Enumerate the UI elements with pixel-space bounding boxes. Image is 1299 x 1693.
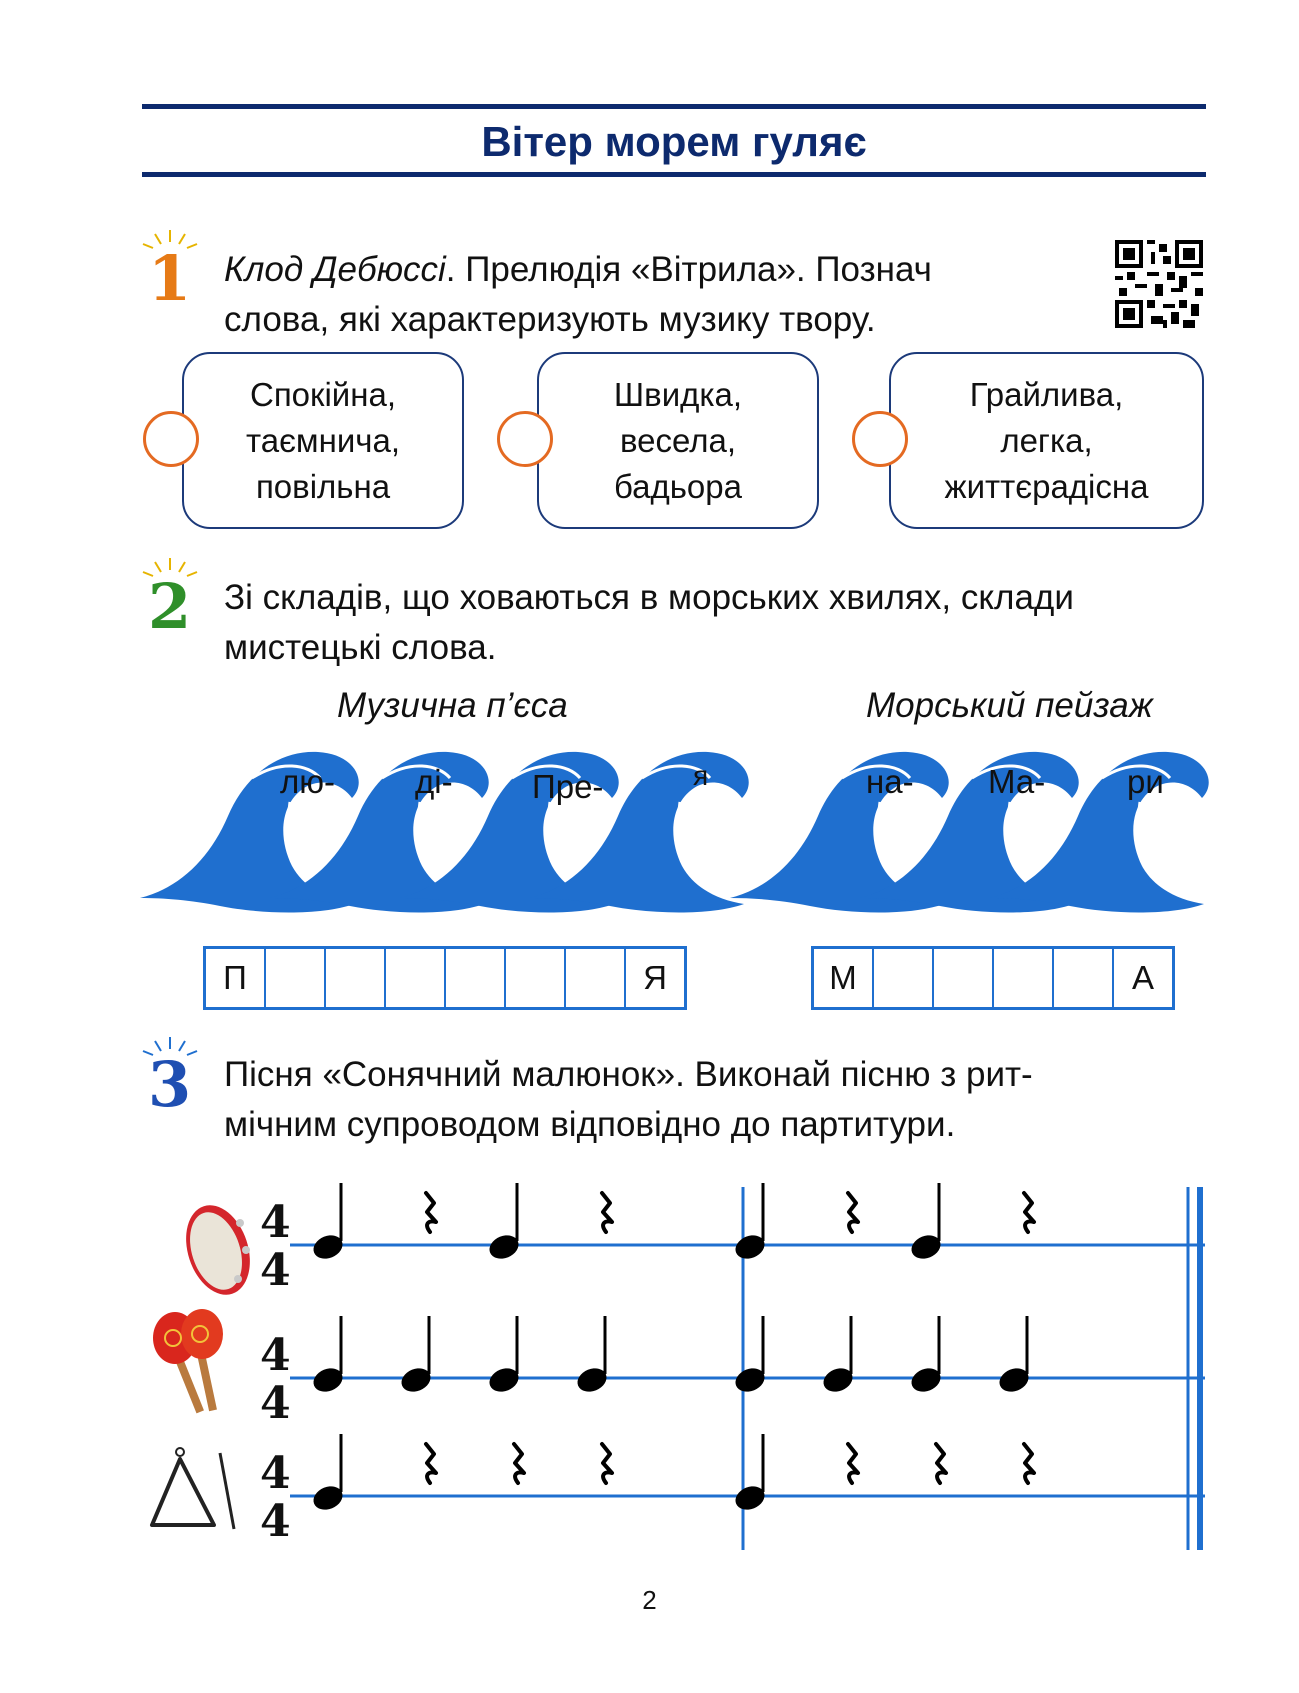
task-number-1: 1 bbox=[148, 242, 192, 315]
syllable: на- bbox=[866, 763, 914, 800]
task3-line1: Пісня «Сонячний малюнок». Виконай пісню … bbox=[224, 1055, 1033, 1094]
quarter-note-head bbox=[313, 1235, 343, 1259]
quarter-note-head bbox=[313, 1368, 343, 1392]
quarter-note-head bbox=[823, 1368, 853, 1392]
option2-line2: весела, bbox=[619, 421, 737, 459]
title-rule-top bbox=[142, 104, 1206, 109]
answer-grid-left: П Я bbox=[203, 946, 687, 1010]
quarter-note-head bbox=[489, 1235, 519, 1259]
answer-cell[interactable]: П bbox=[206, 949, 266, 1007]
task3-line2: мічним супроводом відповідно до партитур… bbox=[224, 1105, 956, 1144]
title-rule-bottom bbox=[142, 172, 1206, 177]
answer-cell[interactable] bbox=[1054, 949, 1114, 1007]
answer-cell[interactable] bbox=[506, 949, 566, 1007]
option3-line1: Грайлива, bbox=[969, 375, 1124, 413]
quarter-note-head bbox=[999, 1368, 1029, 1392]
syllable: ді- bbox=[415, 763, 453, 800]
answer-cell[interactable]: М bbox=[814, 949, 874, 1007]
time-signature-top: 4 bbox=[260, 1330, 291, 1381]
tambourine-icon bbox=[186, 1205, 250, 1295]
syllable: я bbox=[693, 760, 709, 791]
quarter-rest bbox=[512, 1442, 526, 1485]
task1-composer: Клод Дебюссі bbox=[224, 250, 446, 289]
quarter-rest bbox=[424, 1191, 438, 1234]
option1-line3: повільна bbox=[255, 467, 391, 505]
maracas-icon bbox=[153, 1309, 223, 1414]
option-2-checkbox[interactable] bbox=[497, 411, 553, 467]
time-signature-bottom: 4 bbox=[260, 1245, 291, 1296]
option-card-3: Грайлива, легка, життєрадісна bbox=[889, 352, 1204, 529]
quarter-note-head bbox=[577, 1368, 607, 1392]
quarter-note-head bbox=[313, 1486, 343, 1510]
option-card-2: Швидка, весела, бадьора bbox=[537, 352, 819, 529]
option1-line1: Спокійна, bbox=[249, 375, 396, 413]
quarter-rest bbox=[1022, 1442, 1036, 1485]
answer-cell[interactable]: А bbox=[1131, 959, 1154, 996]
answer-cell[interactable] bbox=[874, 949, 934, 1007]
page-title: Вітер морем гуляє bbox=[481, 118, 867, 165]
task1-text: Клод Дебюссі. Прелюдія «Вітрила». Познач… bbox=[224, 245, 1089, 345]
answer-cell[interactable]: Я bbox=[643, 959, 667, 996]
sparkle-icon bbox=[142, 230, 198, 249]
quarter-rest bbox=[600, 1191, 614, 1234]
caption-musical-piece: Музична п’єса bbox=[337, 686, 568, 725]
quarter-rest bbox=[600, 1442, 614, 1485]
task2-line2: мистецькі слова. bbox=[224, 628, 497, 667]
option-3-checkbox[interactable] bbox=[852, 411, 908, 467]
qr-code-icon[interactable] bbox=[1115, 240, 1203, 328]
quarter-note-head bbox=[401, 1368, 431, 1392]
answer-cell[interactable] bbox=[266, 949, 326, 1007]
quarter-rest bbox=[846, 1191, 860, 1234]
syllable: Ма- bbox=[988, 763, 1046, 800]
quarter-note-head bbox=[911, 1368, 941, 1392]
quarter-note-head bbox=[911, 1235, 941, 1259]
task3-text: Пісня «Сонячний малюнок». Виконай пісню … bbox=[224, 1050, 1204, 1150]
task2-line1: Зі складів, що ховаються в морських хвил… bbox=[224, 578, 1074, 617]
time-signature-top: 4 bbox=[260, 1197, 291, 1248]
quarter-note-head bbox=[735, 1235, 765, 1259]
page-number: 2 bbox=[642, 1585, 657, 1615]
quarter-note-head bbox=[489, 1368, 519, 1392]
caption-seascape: Морський пейзаж bbox=[866, 686, 1153, 725]
time-signature-bottom: 4 bbox=[260, 1378, 291, 1429]
quarter-rest bbox=[424, 1442, 438, 1485]
syllable: лю- bbox=[280, 763, 335, 800]
answer-cell[interactable] bbox=[934, 949, 994, 1007]
option3-line2: легка, bbox=[1000, 421, 1093, 459]
syllable: Пре- bbox=[532, 768, 604, 805]
time-signature-top: 4 bbox=[260, 1448, 291, 1499]
quarter-rest bbox=[934, 1442, 948, 1485]
quarter-rest bbox=[846, 1442, 860, 1485]
task1-line1: . Прелюдія «Вітрила». Познач bbox=[445, 250, 932, 289]
syllable: ри bbox=[1127, 763, 1164, 800]
option3-line3: життєрадісна bbox=[944, 467, 1149, 505]
task-number-2: 2 bbox=[148, 570, 192, 643]
option1-line2: таємнича, bbox=[246, 421, 400, 459]
time-signature-bottom: 4 bbox=[260, 1496, 291, 1547]
triangle-icon bbox=[150, 1447, 236, 1530]
quarter-rest bbox=[1022, 1191, 1036, 1234]
answer-cell[interactable] bbox=[566, 949, 626, 1007]
answer-grid-right: М А bbox=[811, 946, 1175, 1010]
quarter-note-head bbox=[735, 1486, 765, 1510]
option2-line3: бадьора bbox=[613, 467, 742, 505]
option-1-checkbox[interactable] bbox=[143, 411, 199, 467]
sparkle-icon bbox=[142, 1037, 198, 1056]
task-number-3: 3 bbox=[148, 1048, 192, 1121]
option-card-1: Спокійна, таємнича, повільна bbox=[182, 352, 464, 529]
answer-cell[interactable] bbox=[994, 949, 1054, 1007]
option2-line1: Швидка, bbox=[613, 375, 743, 413]
answer-cell[interactable] bbox=[446, 949, 506, 1007]
quarter-note-head bbox=[735, 1368, 765, 1392]
answer-cell[interactable] bbox=[326, 949, 386, 1007]
task2-text: Зі складів, що ховаються в морських хвил… bbox=[224, 573, 1204, 673]
answer-cell[interactable] bbox=[386, 949, 446, 1007]
sparkle-icon bbox=[142, 558, 198, 577]
task1-line2: слова, які характеризують музику твору. bbox=[224, 300, 876, 339]
